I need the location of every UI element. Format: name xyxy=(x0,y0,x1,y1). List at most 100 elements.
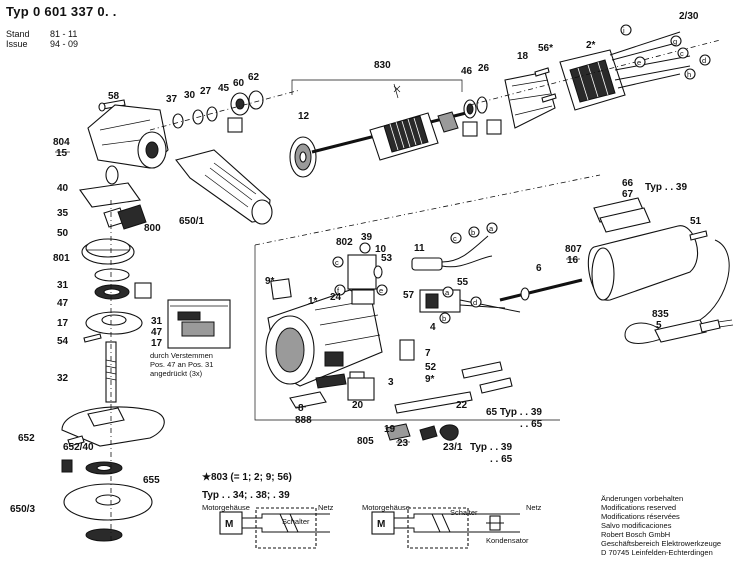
issue-row: Issue 94 - 09 xyxy=(6,39,78,49)
wire-letter-marker: c xyxy=(453,234,457,243)
label-2-30: 2/30 xyxy=(679,11,699,22)
wire-letter-marker: a xyxy=(489,224,494,233)
label-46: 46 xyxy=(461,66,473,77)
label-800: 800 xyxy=(144,223,161,234)
stand-label: Stand xyxy=(6,29,30,39)
kondensator-label: Kondensator xyxy=(486,536,529,545)
label-15: 15 xyxy=(56,148,68,159)
label-807: 807 xyxy=(565,244,582,255)
label-18: 18 xyxy=(517,51,529,62)
wire-letter-marker: d xyxy=(702,56,706,65)
label-655: 655 xyxy=(143,475,160,486)
label-802: 802 xyxy=(336,237,353,248)
schema-typ-note: Typ . . 34; . 38; . 39 xyxy=(202,490,290,501)
label-12: 12 xyxy=(298,111,310,122)
typ-23-1-note-2: . . 65 xyxy=(490,454,513,465)
wire-letter-marker: M xyxy=(225,519,233,530)
label-45: 45 xyxy=(218,83,230,94)
stand-value: 81 - 11 xyxy=(50,29,78,39)
footer-line-7: D 70745 Leinfelden-Echterdingen xyxy=(601,548,713,557)
wire-letter-marker: b xyxy=(471,228,475,237)
wire-letter-markers-top: i g c e h d xyxy=(620,24,711,80)
footer-line-2: Modifications reserved xyxy=(601,503,677,512)
footer-line-3: Modifications réservées xyxy=(601,512,680,521)
label-650-3: 650/3 xyxy=(10,504,35,515)
staking-note-1: durch Verstemmen xyxy=(150,351,213,360)
label-17b: 17 xyxy=(151,338,163,349)
typ-23-1-note: Typ . . 39 xyxy=(470,442,512,453)
superseded-strike-marks xyxy=(55,151,580,443)
wire-letter-marker: b xyxy=(442,314,446,323)
label-23-1: 23/1 xyxy=(443,442,463,453)
label-52: 52 xyxy=(425,362,437,373)
wire-letter-marker: g xyxy=(673,37,677,46)
wire-letter-marker: c xyxy=(335,258,339,267)
wire-letter-marker: M xyxy=(377,519,385,530)
label-57: 57 xyxy=(403,290,415,301)
label-652: 652 xyxy=(18,433,35,444)
label-40: 40 xyxy=(57,183,69,194)
stand-row: Stand 81 - 11 xyxy=(6,29,77,39)
label-67: 67 xyxy=(622,189,634,200)
legal-footer: Änderungen vorbehalten Modifications res… xyxy=(601,494,721,557)
motor-housing-assembly xyxy=(254,174,601,441)
staking-note-3: angedrückt (3x) xyxy=(150,369,203,378)
label-11: 11 xyxy=(414,243,425,254)
label-37: 37 xyxy=(166,94,178,105)
label-51: 51 xyxy=(690,216,702,227)
footer-line-5: Robert Bosch GmbH xyxy=(601,530,671,539)
issue-value: 94 - 09 xyxy=(50,39,79,49)
wire-letter-markers-center: b a c d a b c f e xyxy=(332,222,498,324)
label-6: 6 xyxy=(536,263,542,274)
label-60: 60 xyxy=(233,78,245,89)
label-50: 50 xyxy=(57,228,69,239)
schalter-label-1: Schalter xyxy=(282,517,310,526)
wire-letter-marker: h xyxy=(687,70,691,79)
footer-line-4: Salvo modificaciones xyxy=(601,521,672,530)
part-number-labels: 2/30 2* 56* 18 830 46 26 12 58 37 30 27 … xyxy=(10,11,702,515)
label-3: 3 xyxy=(388,377,394,388)
label-8: 8 xyxy=(298,403,304,414)
label-47b: 47 xyxy=(151,327,163,338)
label-4: 4 xyxy=(430,322,436,333)
armature-assembly xyxy=(289,31,721,178)
staking-note-2: Pos. 47 an Pos. 31 xyxy=(150,360,213,369)
wire-letter-marker: i xyxy=(623,26,625,35)
label-801: 801 xyxy=(53,253,70,264)
label-804: 804 xyxy=(53,137,70,148)
label-39: 39 xyxy=(361,232,373,243)
rear-cover-and-cord xyxy=(587,197,734,344)
label-53: 53 xyxy=(381,253,393,264)
wiring-scheme-left: M xyxy=(219,507,330,549)
label-835: 835 xyxy=(652,309,669,320)
label-805: 805 xyxy=(357,436,374,447)
typ-65-note-2: . . 65 xyxy=(520,419,543,430)
label-7: 7 xyxy=(425,348,431,359)
label-24: 24 xyxy=(330,292,342,303)
schalter-label-2: Schalter xyxy=(450,508,478,517)
staking-detail-inset xyxy=(167,299,231,349)
netz-label-1: Netz xyxy=(318,503,334,512)
label-62: 62 xyxy=(248,72,260,83)
type-number: 0 601 337 0. . xyxy=(32,4,117,19)
label-20: 20 xyxy=(352,400,364,411)
wire-letter-marker: d xyxy=(473,298,477,307)
label-9star-b: 9* xyxy=(425,374,435,385)
gear-head-assembly xyxy=(61,89,301,542)
label-23: 23 xyxy=(397,438,409,449)
label-16: 16 xyxy=(567,255,579,266)
notes-text: durch Verstemmen Pos. 47 an Pos. 31 ange… xyxy=(150,182,687,545)
label-26: 26 xyxy=(478,63,490,74)
label-32: 32 xyxy=(57,373,69,384)
type-prefix: Typ xyxy=(6,4,30,19)
motor-housing-label-2: Motorgehäuse xyxy=(362,503,410,512)
label-31b: 31 xyxy=(151,316,163,327)
label-22: 22 xyxy=(456,400,468,411)
motor-housing-label-1: Motorgehäuse xyxy=(202,503,250,512)
label-56star: 56* xyxy=(538,43,553,54)
netz-label-2: Netz xyxy=(526,503,542,512)
label-9star: 9* xyxy=(265,276,275,287)
issue-label: Issue xyxy=(6,39,28,49)
label-27: 27 xyxy=(200,86,212,97)
label-5: 5 xyxy=(656,320,662,331)
